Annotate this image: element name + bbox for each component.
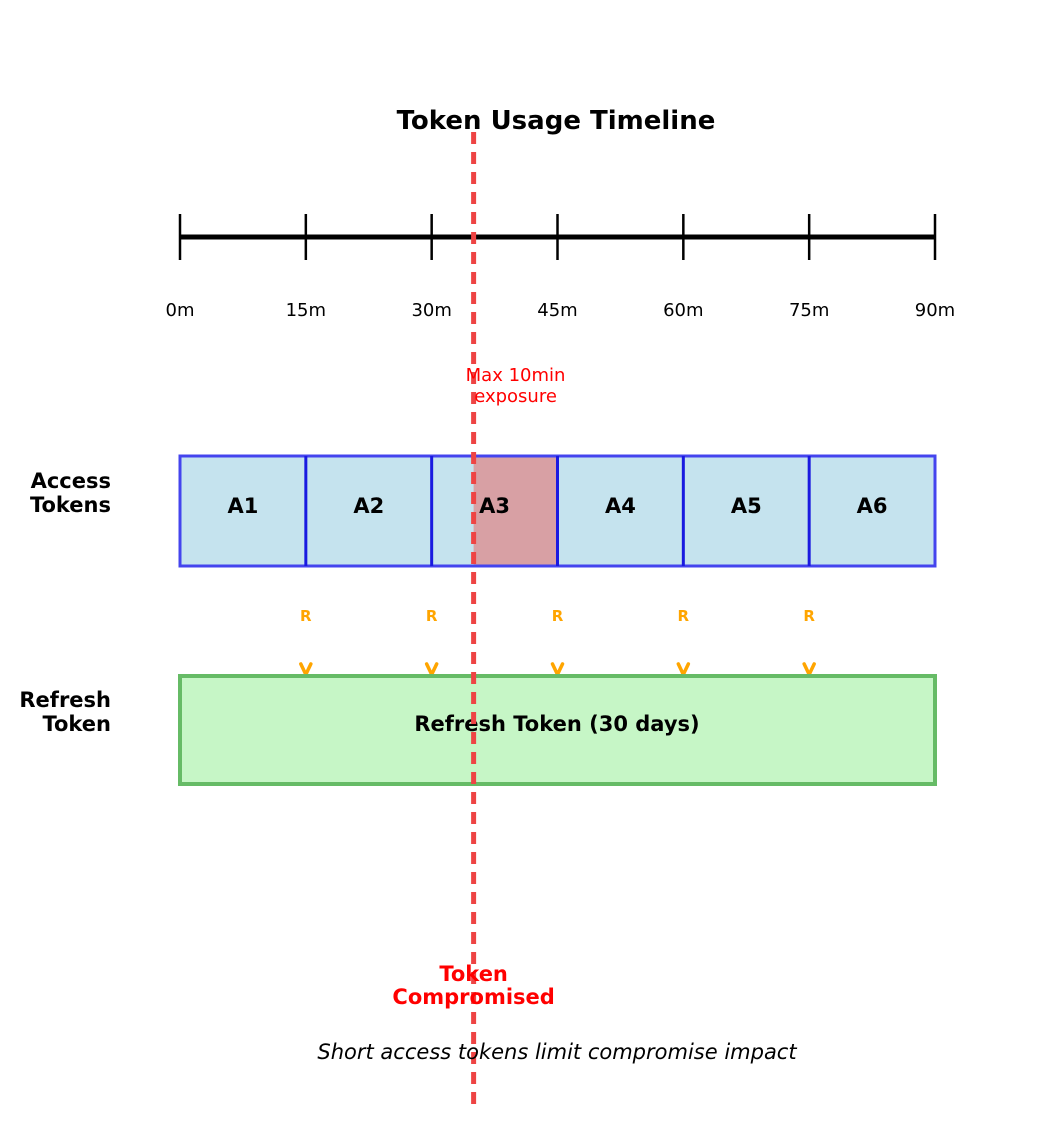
access-token-a5: A5: [731, 494, 762, 518]
compromised-label-line2: Compromised: [392, 985, 554, 1009]
refresh-token-label: Refresh Token (30 days): [414, 712, 699, 736]
exposure-window-highlight: [473, 456, 558, 566]
access-token-a1: A1: [227, 494, 258, 518]
refresh-token-row: Refresh Token (30 days): [178, 674, 937, 786]
refresh-marker-label: R: [300, 607, 312, 625]
access-token-dividers: [304, 456, 811, 566]
axis-tick-labels: 0m 15m 30m 45m 60m 75m 90m: [166, 300, 956, 321]
diagram-title: Token Usage Timeline: [397, 106, 716, 136]
refresh-marker-label: R: [426, 607, 438, 625]
axis-tick-label: 90m: [915, 300, 955, 321]
exposure-label-line1: Max 10min: [466, 365, 566, 386]
axis-tick-label: 0m: [166, 300, 195, 321]
time-axis: 0m 15m 30m 45m 60m 75m 90m: [166, 214, 956, 321]
access-tokens-row-label-line2: Tokens: [30, 493, 111, 517]
refresh-token-bar: [178, 674, 937, 786]
access-token-a4: A4: [605, 494, 636, 518]
compromised-label-line1: Token: [439, 962, 508, 986]
refresh-token-row-label-line1: Refresh: [19, 688, 111, 712]
exposure-label-line2: exposure: [474, 386, 557, 407]
axis-tick-label: 15m: [286, 300, 326, 321]
access-token-labels: A1 A2 A3 A4 A5 A6: [227, 494, 887, 518]
access-token-a6: A6: [857, 494, 888, 518]
refresh-marker-label: R: [803, 607, 815, 625]
axis-tick-label: 60m: [663, 300, 703, 321]
refresh-token-row-label-line2: Token: [42, 712, 111, 736]
diagram-caption: Short access tokens limit compromise imp…: [317, 1040, 797, 1064]
refresh-marker-label: R: [678, 607, 690, 625]
access-token-row: A1 A2 A3 A4 A5 A6: [178, 454, 937, 568]
axis-tick-marks: [178, 214, 937, 260]
access-tokens-row-label-line1: Access: [31, 469, 111, 493]
access-token-a2: A2: [353, 494, 384, 518]
axis-tick-label: 30m: [411, 300, 451, 321]
axis-tick-label: 45m: [537, 300, 577, 321]
refresh-marker-label: R: [552, 607, 564, 625]
access-token-a3: A3: [479, 494, 510, 518]
axis-tick-label: 75m: [789, 300, 829, 321]
